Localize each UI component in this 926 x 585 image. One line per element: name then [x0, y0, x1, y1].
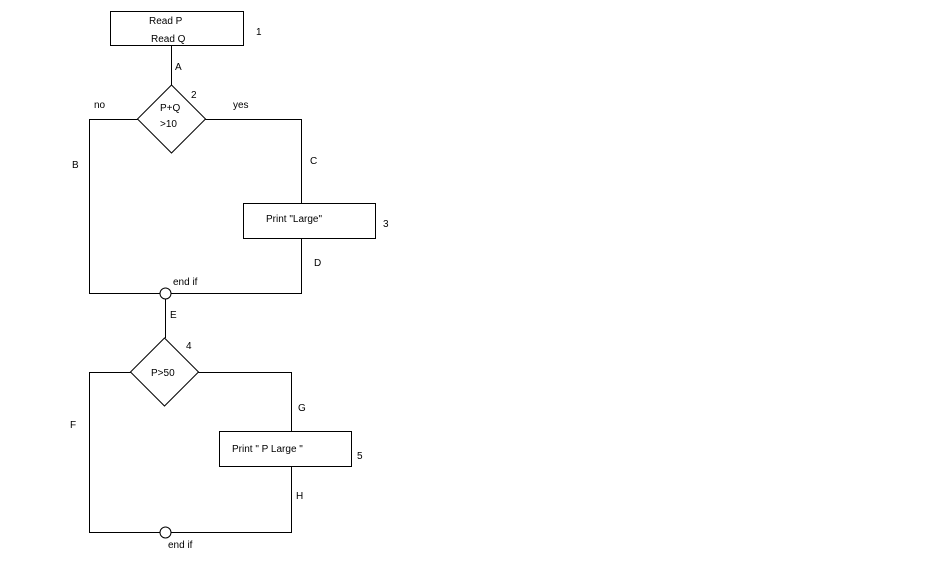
read-q-label: Read Q	[151, 34, 186, 45]
edge-g-label: G	[298, 403, 306, 414]
decision-p-plus-q-line1: P+Q	[160, 103, 181, 114]
edge-b-line	[89, 119, 160, 294]
decision-p-plus-q-diamond	[136, 84, 207, 154]
edge-d-line	[171, 239, 302, 294]
node-number-2: 2	[191, 90, 197, 101]
edge-e-label: E	[170, 310, 177, 321]
decision-p-gt-50-label: P>50	[151, 368, 175, 379]
edge-f-line	[89, 372, 160, 533]
node-number-4: 4	[186, 341, 192, 352]
edge-h-label: H	[296, 491, 303, 502]
edge-c-line	[205, 119, 302, 203]
endif2-label: end if	[168, 540, 193, 551]
decision1-yes-label: yes	[233, 100, 249, 111]
edge-g-line	[198, 372, 292, 432]
edge-d-label: D	[314, 258, 321, 269]
node-number-5: 5	[357, 451, 363, 462]
endif1-connector	[159, 287, 172, 300]
edge-f-label: F	[70, 420, 76, 431]
endif2-connector	[159, 526, 172, 539]
read-p-label: Read P	[149, 16, 183, 27]
print-large-box	[243, 203, 376, 239]
read-input-box	[110, 11, 244, 46]
node-number-3: 3	[383, 219, 389, 230]
edge-h-line	[171, 467, 292, 533]
print-p-large-box	[219, 431, 352, 467]
endif1-label: end if	[173, 277, 198, 288]
print-large-label: Print "Large"	[266, 214, 322, 225]
edge-b-label: B	[72, 160, 79, 171]
edge-c-label: C	[310, 156, 317, 167]
decision-p-gt-50-diamond	[129, 337, 200, 407]
decision-p-plus-q-line2: >10	[160, 119, 177, 130]
node-number-1: 1	[256, 27, 262, 38]
edge-a-label: A	[175, 62, 182, 73]
decision1-no-label: no	[94, 100, 106, 111]
print-p-large-label: Print " P Large "	[232, 444, 303, 455]
